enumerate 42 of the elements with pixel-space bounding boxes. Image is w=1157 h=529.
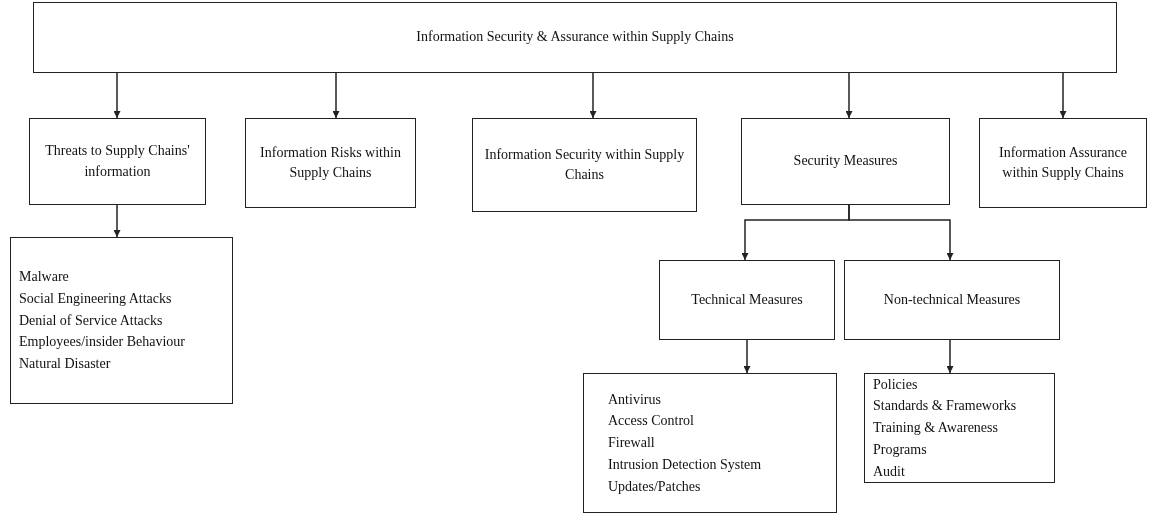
list-box — [10, 237, 233, 404]
box-label: Non-technical Measures — [883, 290, 1021, 309]
box-label: Information Security within Supply Chains — [483, 145, 686, 184]
list-item: Malware — [19, 268, 69, 287]
list-item: Audit — [873, 462, 905, 481]
box-label: Threats to Supply Chains' information — [44, 142, 191, 181]
category-box — [979, 118, 1147, 208]
list-item: Updates/Patches — [608, 477, 701, 496]
category-box — [29, 118, 206, 205]
list-item: Policies — [873, 375, 918, 394]
list-item: Intrusion Detection System — [608, 455, 762, 474]
arrow — [848, 204, 954, 261]
box-label: Security Measures — [793, 152, 898, 171]
list-item: Firewall — [608, 434, 655, 453]
list-item: Standards & Frameworks — [873, 397, 1017, 416]
box-label: Information Risks within Supply Chains — [259, 143, 402, 182]
list-item: Natural Disaster — [19, 355, 111, 374]
box-label: Information Security & Assurance within Supply Chains — [416, 28, 734, 47]
box-label: Information Assurance within Supply Chains — [998, 143, 1128, 182]
category-box — [844, 260, 1060, 340]
category-box — [741, 118, 950, 205]
list-box — [864, 373, 1055, 483]
list-box — [583, 373, 837, 513]
category-box — [472, 118, 697, 212]
arrow — [845, 72, 853, 119]
arrow — [589, 72, 597, 119]
list-item: Training & Awareness Programs — [873, 419, 999, 459]
arrow — [113, 72, 121, 119]
list-item: Social Engineering Attacks — [19, 289, 172, 308]
list-item: Employees/insider Behaviour — [19, 333, 186, 352]
category-box — [659, 260, 835, 340]
box-label: Technical Measures — [691, 290, 803, 309]
arrow — [743, 339, 751, 374]
arrow — [946, 339, 954, 374]
category-box — [33, 2, 1117, 73]
arrow — [332, 72, 340, 119]
list-item: Access Control — [608, 412, 694, 431]
arrow — [1059, 72, 1067, 119]
arrow — [113, 204, 121, 238]
list-item: Denial of Service Attacks — [19, 311, 163, 330]
category-box — [245, 118, 416, 208]
list-item: Antivirus — [608, 390, 661, 409]
